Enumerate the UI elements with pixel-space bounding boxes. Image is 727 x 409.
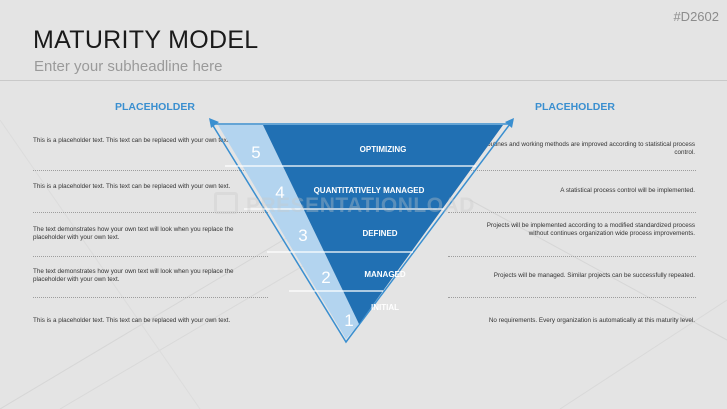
left-item-5: This is a placeholder text. This text ca… (33, 137, 231, 144)
arrow-left-icon (209, 118, 219, 128)
right-item-3: Projects will be implemented according t… (486, 222, 695, 238)
left-item-3: The text demonstrates how your own text … (33, 226, 234, 242)
level-label-2: MANAGED (364, 270, 406, 279)
level-label-4: QUANTITATIVELY MANAGED (314, 186, 425, 195)
funnel-light-band (218, 125, 359, 339)
left-item-1: This is a placeholder text. This text ca… (33, 317, 231, 324)
divider (33, 297, 268, 298)
divider (33, 212, 268, 213)
maturity-funnel: OPTIMIZING QUANTITATIVELY MANAGED DEFINE… (209, 118, 514, 344)
left-item-2: The text demonstrates how your own text … (33, 268, 234, 284)
divider (33, 256, 268, 257)
level-label-1: INITIAL (371, 303, 399, 312)
watermark-text: PRESENTATIONLOAD (246, 194, 475, 217)
slide-code: #D2602 (673, 9, 719, 24)
level-number-4: 4 (275, 183, 284, 202)
divider (448, 212, 696, 213)
level-label-5: OPTIMIZING (360, 145, 407, 154)
level-number-3: 3 (298, 226, 307, 245)
page-title: MATURITY MODEL (33, 26, 259, 54)
level-label-3: DEFINED (362, 229, 397, 238)
divider (448, 170, 696, 171)
divider (448, 297, 696, 298)
page-subtitle: Enter your subheadline here (34, 58, 223, 75)
level-number-1: 1 (344, 311, 353, 330)
right-item-5: Routines and working methods are improve… (482, 141, 695, 157)
funnel-outline (210, 123, 512, 344)
left-column-heading: PLACEHOLDER (115, 101, 195, 113)
right-item-2: Projects will be managed. Similar projec… (493, 272, 695, 279)
arrow-right-icon (505, 118, 514, 128)
divider (33, 170, 268, 171)
funnel-dark-body (263, 125, 503, 324)
divider (448, 256, 696, 257)
level-number-2: 2 (321, 268, 330, 287)
right-item-4: A statistical process control will be im… (560, 187, 695, 194)
level-separators (225, 165, 476, 292)
right-item-1: No requirements. Every organization is a… (488, 317, 695, 324)
header-divider (0, 80, 727, 81)
watermark-logo-icon (214, 192, 238, 214)
right-column-heading: PLACEHOLDER (535, 101, 615, 113)
watermark: PRESENTATIONLOAD (214, 192, 475, 218)
left-item-4: This is a placeholder text. This text ca… (33, 183, 231, 190)
level-number-5: 5 (251, 143, 260, 162)
